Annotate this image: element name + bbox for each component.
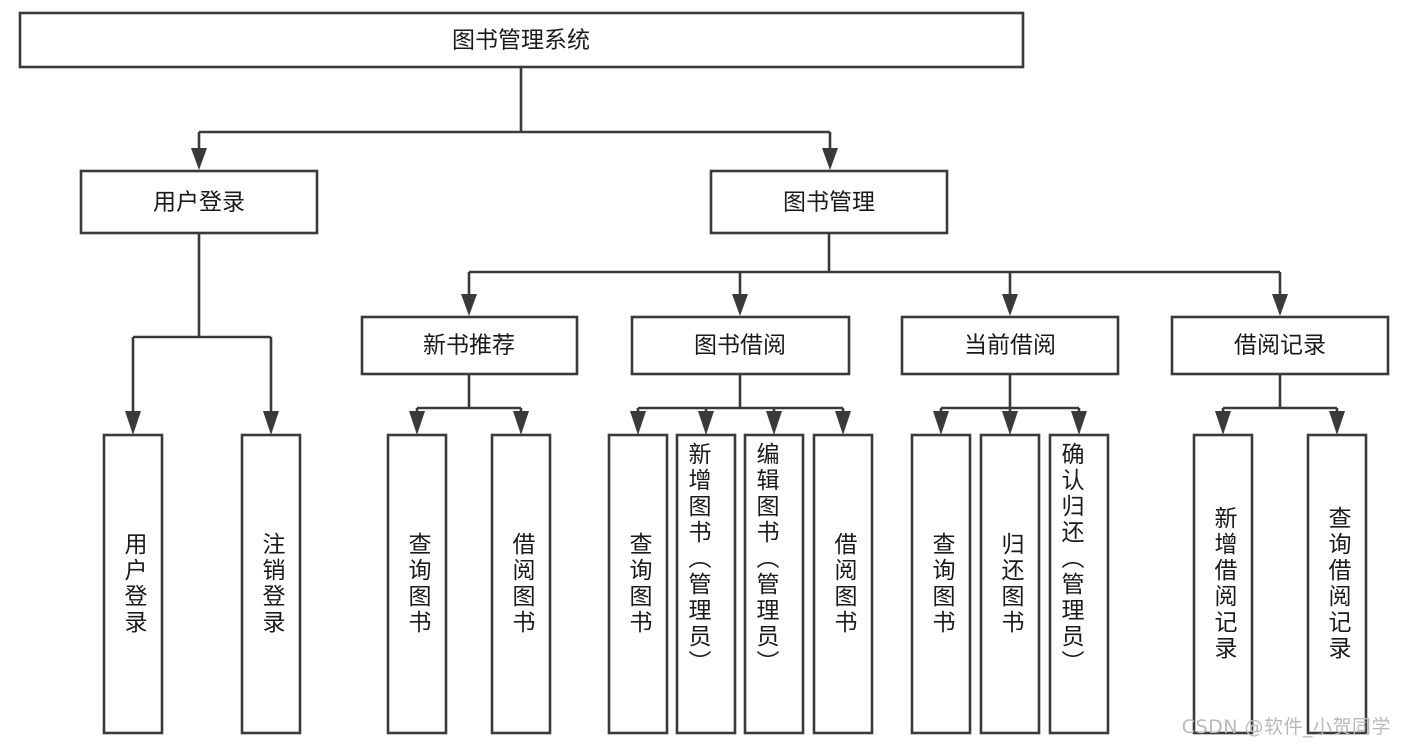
arrow-head-icon xyxy=(513,411,529,435)
root-label: 图书管理系统 xyxy=(452,28,590,54)
current-borrow-box[interactable] xyxy=(900,315,1120,376)
leaf-box[interactable] xyxy=(490,433,552,735)
node-new-book-recommend[interactable]: 新书推荐 xyxy=(360,315,579,376)
leaf-confirm-return-admin[interactable]: 确认归还（管理员） xyxy=(1048,433,1110,735)
arrow-head-icon xyxy=(766,411,782,435)
connector-book-borrow-to-leaves xyxy=(630,374,851,435)
leaf-box[interactable] xyxy=(910,433,972,735)
root-box[interactable] xyxy=(18,11,1025,69)
leaf-box[interactable] xyxy=(812,433,874,735)
node-user-login[interactable]: 用户登录 xyxy=(79,169,319,235)
leaf-label: 归还图书 xyxy=(997,532,1025,636)
node-book-borrow[interactable]: 图书借阅 xyxy=(630,315,851,376)
leaf-box[interactable] xyxy=(675,433,737,735)
leaf-borrow-book[interactable]: 借阅图书 xyxy=(812,433,874,735)
leaf-label: 查询图书 xyxy=(928,532,956,636)
borrow-record-label: 借阅记录 xyxy=(1234,333,1326,359)
arrow-head-icon xyxy=(835,411,851,435)
leaf-user-login[interactable]: 用户登录 xyxy=(102,433,164,735)
leaf-return-book[interactable]: 归还图书 xyxy=(979,433,1041,735)
arrow-head-icon xyxy=(461,294,477,316)
arrow-head-icon xyxy=(698,411,714,435)
leaf-label: 用户登录 xyxy=(120,532,148,636)
leaf-label: 查询图书 xyxy=(404,532,432,636)
leaf-add-borrow-record[interactable]: 新增借阅记录 xyxy=(1192,433,1254,735)
arrow-head-icon xyxy=(1002,294,1018,316)
leaf-label: 借阅图书 xyxy=(508,532,536,636)
arrow-head-icon xyxy=(409,411,425,435)
leaf-logout-login[interactable]: 注销登录 xyxy=(240,433,302,735)
arrow-head-icon xyxy=(1272,294,1288,316)
user-login-label: 用户登录 xyxy=(153,190,245,216)
connector-new-book-recommend-to-leaves xyxy=(409,374,529,435)
arrow-head-icon xyxy=(822,148,838,170)
leaf-add-book-admin[interactable]: 新增图书（管理员） xyxy=(675,433,737,735)
new-book-recommend-box[interactable] xyxy=(360,315,579,376)
leaf-label: 新增图书（管理员） xyxy=(684,442,712,676)
node-book-management[interactable]: 图书管理 xyxy=(709,169,949,235)
leaf-box[interactable] xyxy=(979,433,1041,735)
node-current-borrow[interactable]: 当前借阅 xyxy=(900,315,1120,376)
arrow-head-icon xyxy=(933,411,949,435)
leaf-box[interactable] xyxy=(607,433,669,735)
leaf-borrow-book-recommend[interactable]: 借阅图书 xyxy=(490,433,552,735)
leaf-box[interactable] xyxy=(743,433,805,735)
arrow-head-icon xyxy=(630,411,646,435)
arrow-head-icon xyxy=(1002,411,1018,435)
arrow-head-icon xyxy=(732,294,748,316)
leaf-label: 注销登录 xyxy=(258,532,286,636)
leaf-box[interactable] xyxy=(1306,433,1368,735)
leaf-query-book-borrow[interactable]: 查询图书 xyxy=(607,433,669,735)
leaf-label: 借阅图书 xyxy=(830,532,858,636)
book-borrow-label: 图书借阅 xyxy=(694,333,786,359)
node-root-book-management-system[interactable]: 图书管理系统 xyxy=(18,11,1025,69)
leaf-box[interactable] xyxy=(102,433,164,735)
arrow-head-icon xyxy=(191,148,207,170)
current-borrow-label: 当前借阅 xyxy=(964,333,1056,359)
connector-book-management-to-level3 xyxy=(461,233,1288,316)
arrow-head-icon xyxy=(125,411,141,435)
new-book-recommend-label: 新书推荐 xyxy=(423,333,515,359)
leaf-label: 确认归还（管理员） xyxy=(1057,442,1085,676)
leaf-label: 新增借阅记录 xyxy=(1210,506,1238,662)
connector-borrow-record-to-leaves xyxy=(1215,374,1345,435)
leaf-box[interactable] xyxy=(1192,433,1254,735)
arrow-head-icon xyxy=(263,411,279,435)
user-login-box[interactable] xyxy=(79,169,319,235)
leaf-query-book-current[interactable]: 查询图书 xyxy=(910,433,972,735)
leaf-label: 查询图书 xyxy=(625,532,653,636)
connector-user-login-to-leaves xyxy=(125,233,279,435)
leaf-box[interactable] xyxy=(240,433,302,735)
leaf-query-book-recommend[interactable]: 查询图书 xyxy=(386,433,448,735)
node-borrow-record[interactable]: 借阅记录 xyxy=(1170,315,1390,376)
book-management-label: 图书管理 xyxy=(783,190,875,216)
leaf-label: 查询借阅记录 xyxy=(1324,506,1352,662)
leaf-query-borrow-record[interactable]: 查询借阅记录 xyxy=(1306,433,1368,735)
leaf-label: 编辑图书（管理员） xyxy=(752,442,780,676)
leaf-box[interactable] xyxy=(386,433,448,735)
arrow-head-icon xyxy=(1329,411,1345,435)
leaf-box[interactable] xyxy=(1048,433,1110,735)
leaf-edit-book-admin[interactable]: 编辑图书（管理员） xyxy=(743,433,805,735)
arrow-head-icon xyxy=(1071,411,1087,435)
connector-root-to-level2 xyxy=(191,67,838,170)
arrow-head-icon xyxy=(1215,411,1231,435)
connector-current-borrow-to-leaves xyxy=(933,374,1087,435)
